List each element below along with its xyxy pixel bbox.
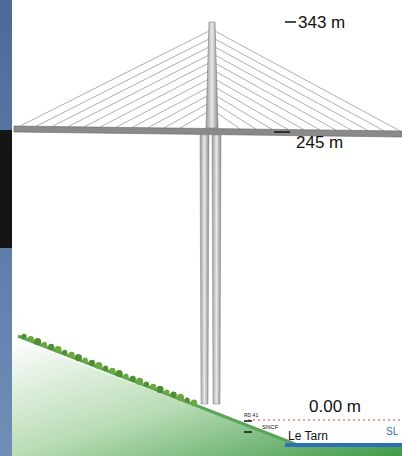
tree <box>171 392 177 398</box>
stay-cable <box>213 94 272 129</box>
tree <box>123 374 128 379</box>
stay-cable <box>213 86 288 130</box>
stay-cable <box>164 102 211 128</box>
tree <box>116 370 123 377</box>
tree <box>164 389 169 394</box>
cut-label: SL <box>386 427 398 437</box>
tree <box>144 381 149 386</box>
stay-cable <box>52 46 211 126</box>
stay-cable <box>213 30 400 131</box>
tree <box>150 384 156 390</box>
tree <box>89 360 95 366</box>
tree <box>83 358 88 363</box>
elevation-label: 245 m <box>296 134 343 151</box>
tree <box>191 400 197 406</box>
tree <box>156 386 163 393</box>
stay-cable <box>84 62 211 127</box>
zero-level-line <box>248 420 400 421</box>
railway-label: SNCF <box>262 424 278 430</box>
tree <box>177 394 184 401</box>
stay-cable <box>116 78 211 127</box>
dark-strip <box>0 130 12 248</box>
stay-cable <box>213 62 336 130</box>
tree <box>62 350 67 355</box>
stay-cable <box>36 38 211 126</box>
tree <box>42 342 47 347</box>
stay-cable <box>20 30 211 126</box>
stay-cable <box>213 102 256 129</box>
stay-cable <box>213 70 320 130</box>
pylon-mast <box>206 22 218 128</box>
road-label: RD 41 <box>244 413 258 418</box>
tree <box>185 397 190 402</box>
tree <box>54 346 61 353</box>
stay-cable <box>100 70 211 127</box>
stay-cable <box>68 54 211 127</box>
pier-leg <box>212 135 221 404</box>
tree <box>48 344 54 350</box>
stay-cable <box>148 94 211 128</box>
river <box>285 443 402 447</box>
tree <box>28 336 34 342</box>
level-tick <box>244 420 252 422</box>
pier-leg <box>200 135 209 404</box>
level-tick <box>274 131 290 133</box>
tree <box>69 352 75 358</box>
tree <box>21 334 26 339</box>
tree <box>136 378 143 385</box>
stay-cable <box>213 38 384 131</box>
ground-line <box>18 336 300 446</box>
stay-cable <box>132 86 211 128</box>
elevation-label: 343 m <box>298 14 345 31</box>
stay-cable <box>213 78 304 130</box>
trees <box>21 334 197 406</box>
tree <box>109 368 115 374</box>
river-label: Le Tarn <box>288 430 328 442</box>
elevation-label: 0.00 m <box>309 398 361 415</box>
stay-cable <box>213 46 368 131</box>
tree <box>103 366 108 371</box>
stay-cable <box>213 54 352 130</box>
tree <box>75 354 82 361</box>
tree <box>34 338 41 345</box>
tree <box>130 376 136 382</box>
sky-strip <box>0 0 12 456</box>
tree <box>95 362 102 369</box>
level-tick <box>285 21 296 23</box>
level-tick <box>244 431 252 433</box>
